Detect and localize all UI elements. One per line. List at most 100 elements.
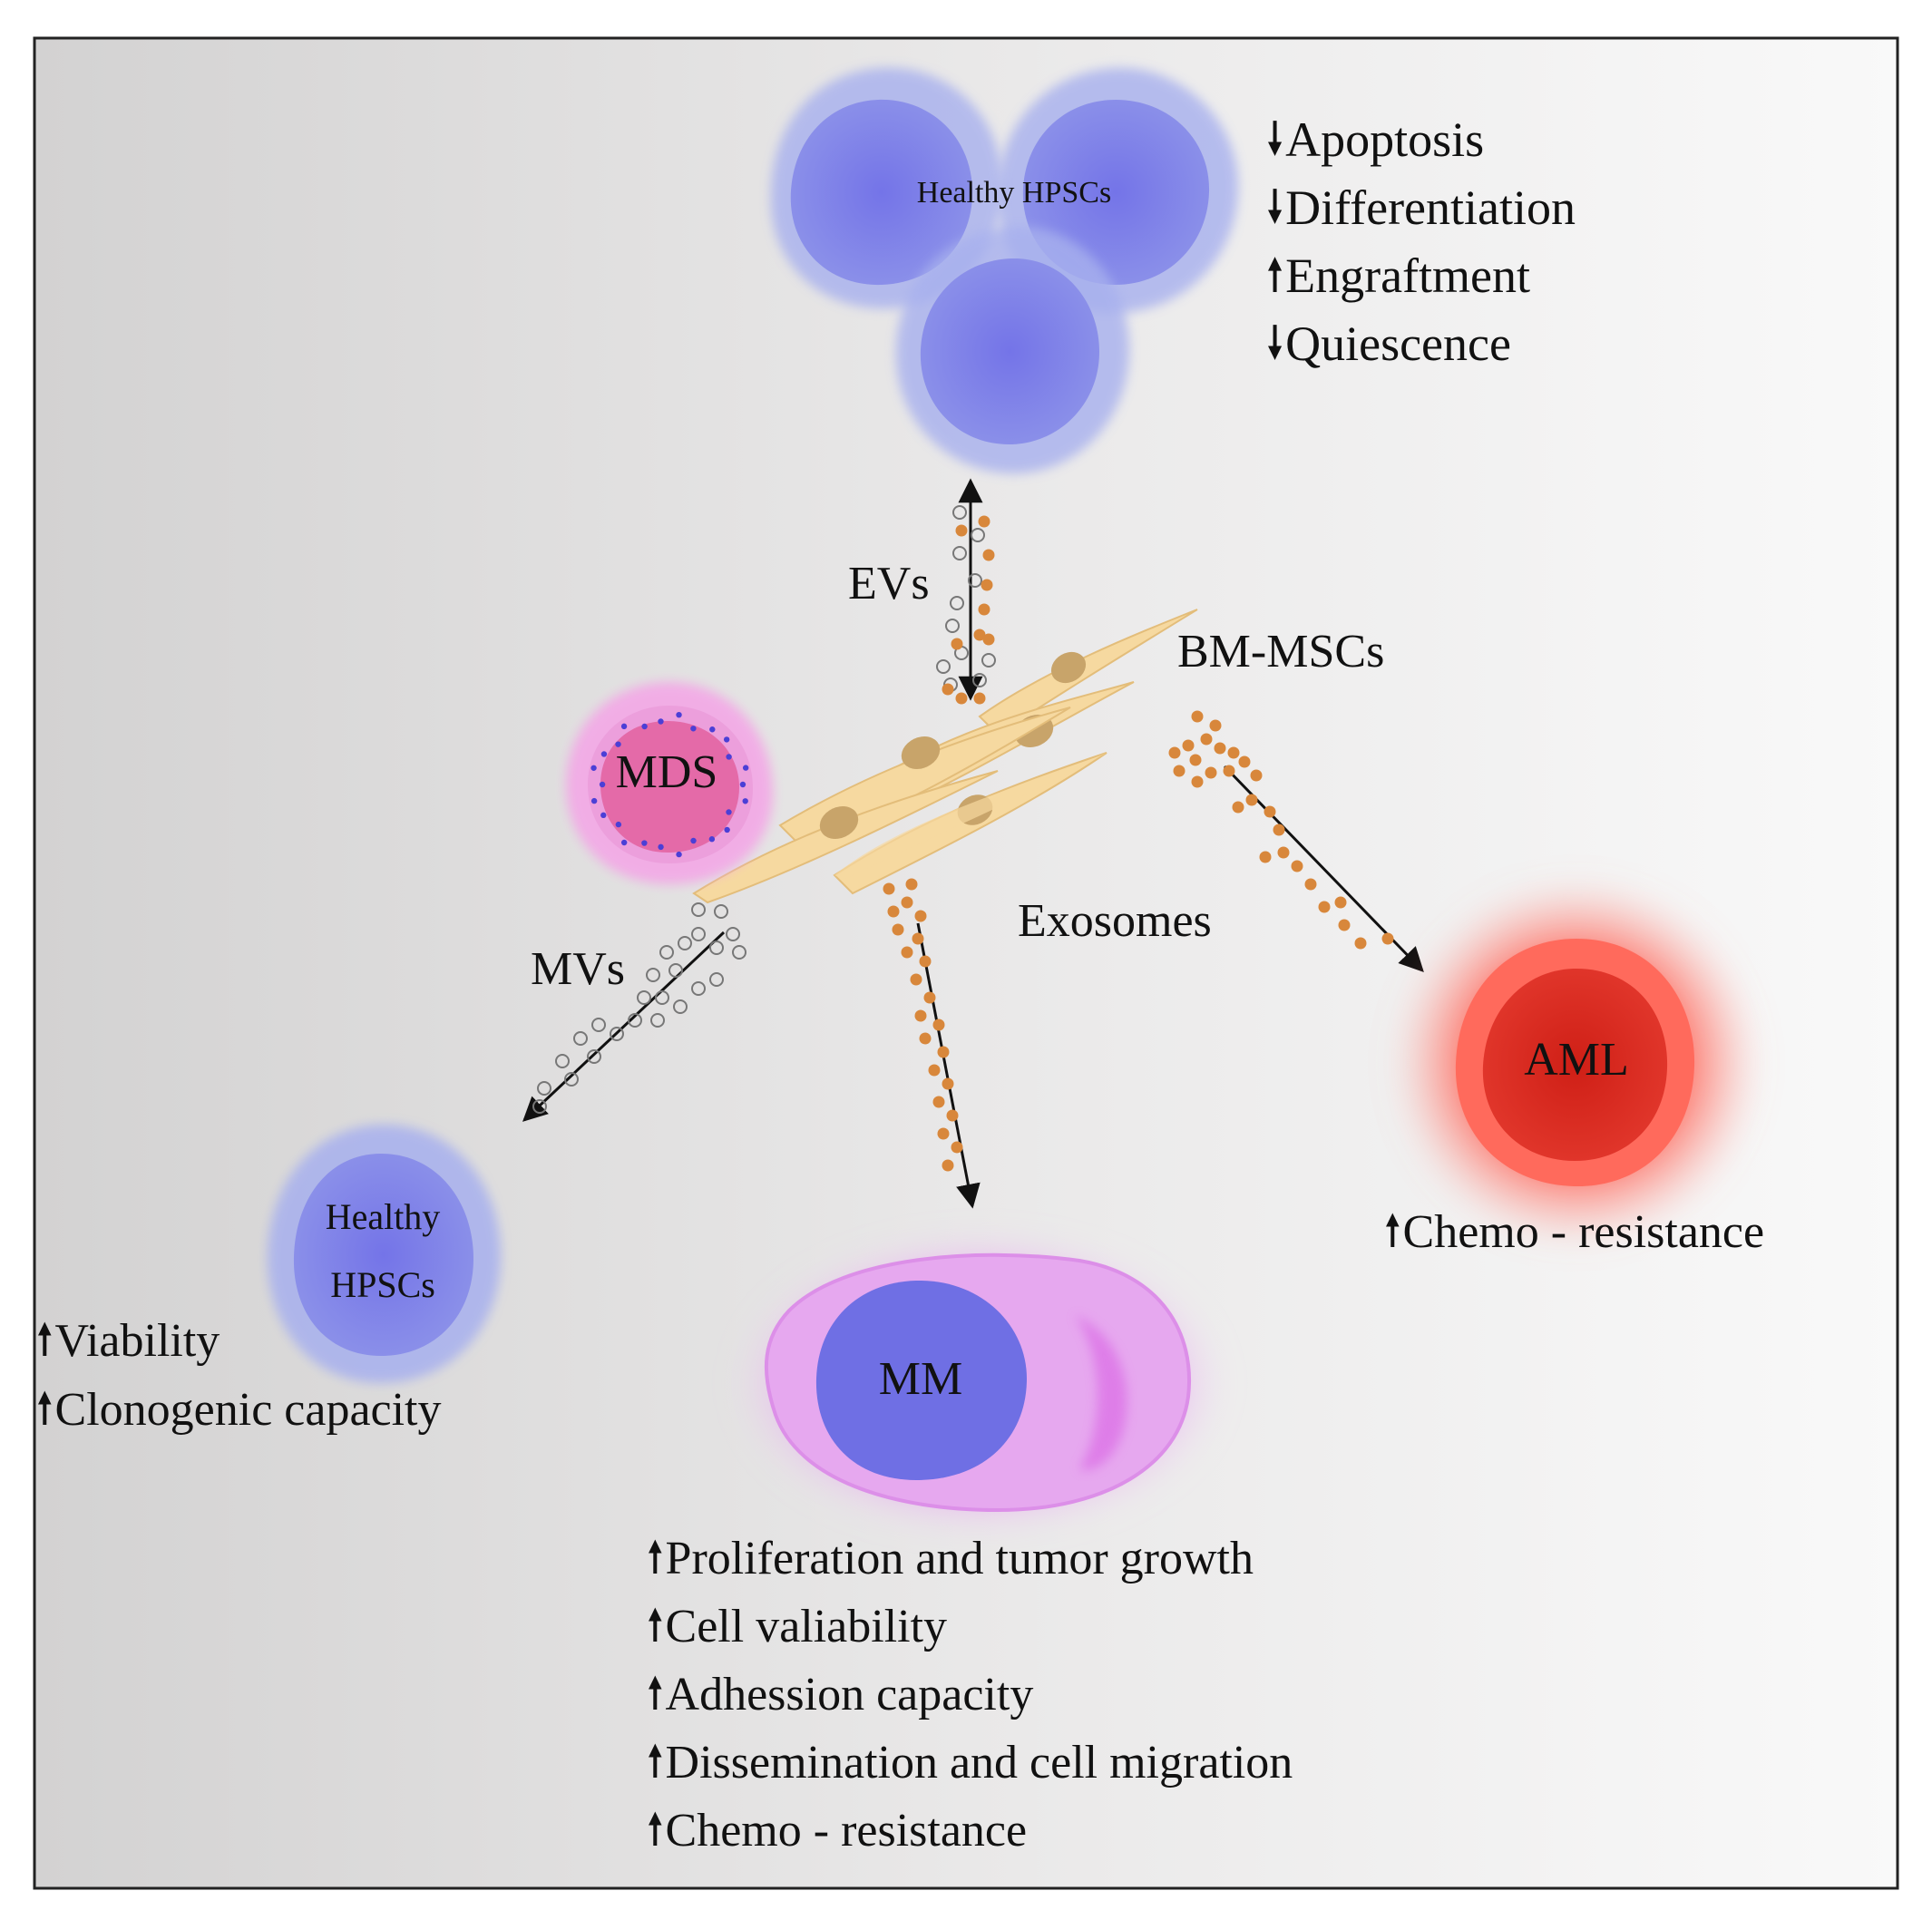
mv-vesicle	[691, 927, 706, 941]
mv-vesicle	[587, 1049, 601, 1064]
aml-exosome	[1200, 733, 1213, 746]
mds-cell: MDS	[565, 682, 774, 884]
mm-exosome	[937, 1046, 950, 1058]
mv-vesicle	[726, 927, 740, 941]
ev-vesicle	[955, 692, 968, 705]
mds-surface-dot	[590, 797, 598, 804]
aml-exosome	[1173, 765, 1186, 777]
ev-vesicle	[978, 515, 990, 528]
mm-effect-up-arrow-icon	[649, 1607, 662, 1642]
mm-exosome	[914, 1009, 927, 1022]
mv-arrow	[522, 931, 726, 1122]
mds-surface-dot	[739, 781, 746, 788]
top-effect-up-arrow-icon	[1268, 257, 1283, 292]
mv-vesicle	[668, 963, 683, 978]
aml-effect-item: Chemo - resistance	[1403, 1206, 1765, 1258]
mds-surface-dot	[641, 840, 648, 846]
ev-vesicle	[982, 549, 995, 561]
aml-exosome	[1209, 719, 1222, 732]
left-effect-item: Clonogenic capacity	[55, 1384, 442, 1436]
mds-surface-dot	[590, 765, 597, 771]
exosomes-label: Exosomes	[1018, 895, 1212, 947]
mm-exosome	[928, 1064, 941, 1077]
mv-arrow-group: MVs	[522, 902, 746, 1122]
mm-exosome	[887, 905, 900, 918]
mm-effect-up-arrow-icon	[649, 1743, 662, 1778]
hpsc-cell-top-bottom	[895, 226, 1129, 474]
left-effect-item: Viability	[55, 1315, 220, 1367]
left-effect-up-arrow-icon	[38, 1321, 52, 1356]
ev-vesicle	[981, 579, 993, 591]
ev-vesicle	[952, 505, 967, 520]
aml-exosome	[1223, 765, 1235, 777]
mv-vesicle	[678, 936, 692, 950]
mm-exosome	[919, 955, 932, 968]
mv-vesicle	[659, 945, 674, 960]
left-hpsc-label-line2: HPSCs	[330, 1264, 435, 1305]
aml-exosome	[1191, 775, 1204, 788]
mv-vesicle	[673, 999, 688, 1014]
mds-surface-dot	[600, 812, 607, 819]
mv-vesicle	[564, 1072, 579, 1087]
mv-vesicle	[537, 1081, 551, 1096]
mm-exosome	[946, 1109, 959, 1122]
ev-vesicle	[971, 528, 985, 542]
aml-exosome	[1291, 860, 1303, 872]
mm-effect-item: Proliferation and tumor growth	[666, 1533, 1254, 1584]
mm-exosome	[901, 896, 913, 909]
mv-vesicle	[646, 968, 660, 982]
mds-surface-dot	[676, 711, 682, 718]
mds-surface-dot	[724, 826, 730, 833]
ev-vesicle	[973, 692, 986, 705]
ev-vesicle	[972, 673, 987, 687]
exosomes-to-aml	[1168, 710, 1394, 950]
hpsc-cell-top-left	[770, 67, 1003, 309]
mds-surface-dot	[600, 751, 608, 757]
aml-exosome	[1273, 824, 1285, 836]
aml-exosome	[1168, 746, 1181, 759]
mds-surface-dots	[590, 711, 749, 858]
mds-surface-dot	[658, 718, 664, 725]
ev-vesicle	[951, 638, 963, 650]
mv-vesicle	[591, 1018, 606, 1032]
mds-surface-dot	[726, 754, 732, 760]
ev-vesicles	[936, 505, 996, 705]
mm-exosome	[932, 1096, 945, 1108]
aml-exosome	[1277, 846, 1290, 859]
mds-surface-dot	[615, 741, 621, 747]
mm-exosome	[901, 946, 913, 959]
mm-cell: MM	[739, 1238, 1220, 1528]
exosome-arrow-to-mm	[916, 922, 981, 1209]
aml-exosome	[1338, 919, 1351, 931]
ev-vesicle	[952, 546, 967, 560]
mm-exosome	[942, 1077, 954, 1090]
bm-msc-cells: BM-MSCs	[692, 609, 1384, 904]
top-effect-item: Apoptosis	[1285, 112, 1484, 167]
mv-vesicle	[655, 990, 669, 1005]
ev-vesicle	[945, 619, 960, 633]
aml-effects-list: Chemo - resistance	[1386, 1206, 1764, 1258]
aml-exosome	[1205, 766, 1217, 779]
mm-effect-item: Dissemination and cell migration	[666, 1737, 1293, 1788]
mv-vesicle	[532, 1099, 547, 1114]
aml-exosome	[1245, 794, 1258, 806]
mds-surface-dot	[742, 798, 748, 804]
aml-exosome	[1264, 805, 1276, 818]
mm-exosome	[883, 882, 895, 895]
exosome-arrow-to-mm-group	[883, 878, 981, 1209]
mm-effect-item: Adhession capacity	[666, 1669, 1034, 1720]
mv-vesicle	[610, 1027, 624, 1041]
left-effect-up-arrow-icon	[38, 1390, 52, 1425]
mv-vesicle	[637, 990, 651, 1005]
mds-surface-dot	[658, 843, 664, 851]
mm-effect-item: Cell valiability	[666, 1601, 948, 1652]
mds-surface-dot	[615, 821, 622, 828]
bm-msc-label: BM-MSCs	[1177, 626, 1384, 677]
mv-vesicle	[555, 1054, 570, 1068]
top-hpsc-cluster: Healthy HPSCs	[770, 67, 1238, 474]
mm-effect-item: Chemo - resistance	[666, 1805, 1028, 1857]
ev-arrow-group: EVs	[848, 478, 996, 705]
mm-exosome	[892, 923, 904, 936]
